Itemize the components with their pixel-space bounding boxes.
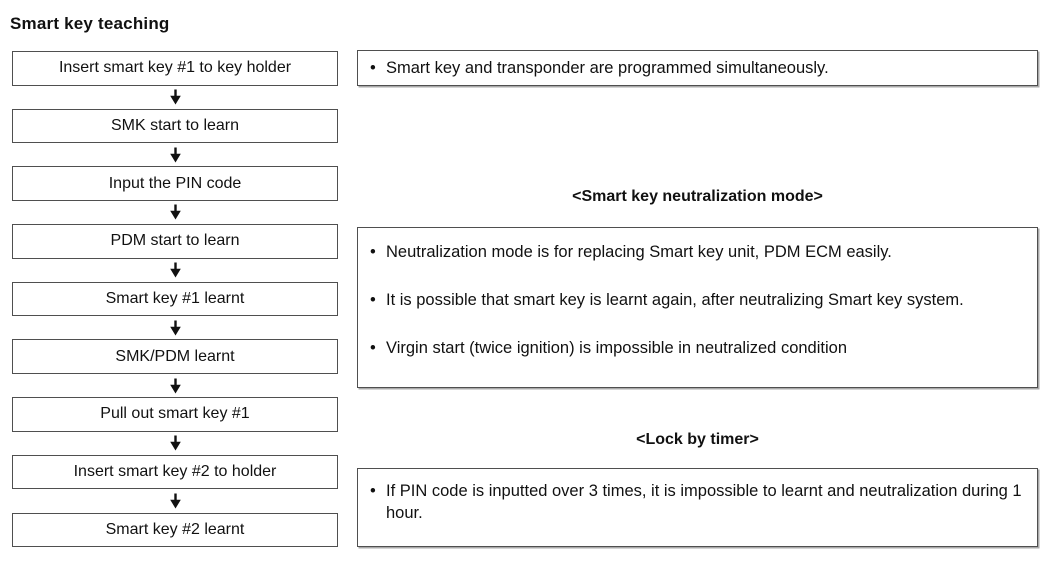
down-arrow-icon	[12, 259, 338, 282]
flow-step-label: PDM start to learn	[110, 232, 240, 250]
down-arrow-icon	[12, 143, 338, 166]
note-text: Smart key and transponder are programmed…	[386, 59, 829, 77]
lock-by-timer-heading: <Lock by timer>	[636, 431, 759, 448]
bullet-item: • If PIN code is inputted over 3 times, …	[370, 480, 1025, 524]
bullet-icon: •	[370, 482, 376, 500]
down-arrow-icon	[12, 201, 338, 224]
neutralization-text: Virgin start (twice ignition) is impossi…	[386, 339, 847, 357]
flow-step-label: Insert smart key #1 to key holder	[58, 59, 292, 77]
bullet-item: • Smart key and transponder are programm…	[370, 57, 829, 79]
bullet-icon: •	[370, 243, 376, 261]
flow-step-box: Smart key #2 learnt	[12, 512, 338, 547]
neutralization-heading: <Smart key neutralization mode>	[572, 188, 823, 205]
flow-step-box: SMK start to learn	[12, 108, 338, 144]
flow-step-box: Input the PIN code	[12, 166, 338, 201]
bullet-icon: •	[370, 291, 376, 309]
flowchart: Insert smart key #1 to key holder SMK st…	[12, 51, 338, 547]
flow-step-box: SMK/PDM learnt	[12, 339, 338, 374]
neutralization-panel: • Neutralization mode is for replacing S…	[357, 227, 1038, 388]
note-panel: • Smart key and transponder are programm…	[357, 50, 1038, 86]
page-title: Smart key teaching	[10, 14, 170, 33]
down-arrow-icon	[12, 86, 338, 109]
flow-step-box: PDM start to learn	[12, 224, 338, 259]
flow-step-box: Pull out smart key #1	[12, 397, 338, 432]
flow-step-box: Smart key #1 learnt	[12, 281, 338, 317]
down-arrow-icon	[12, 374, 338, 397]
flow-step-box: Insert smart key #1 to key holder	[12, 51, 338, 86]
flow-step-label: Input the PIN code	[108, 174, 242, 192]
flow-step-label: Smart key #2 learnt	[105, 520, 245, 538]
down-arrow-icon	[12, 489, 338, 512]
flow-step-label: Pull out smart key #1	[100, 405, 250, 423]
flow-step-label: SMK/PDM learnt	[115, 347, 235, 365]
bullet-icon: •	[370, 59, 376, 77]
lock-by-timer-text: If PIN code is inputted over 3 times, it…	[386, 482, 1022, 522]
neutralization-text: It is possible that smart key is learnt …	[386, 291, 964, 309]
down-arrow-icon	[12, 316, 338, 339]
lock-by-timer-panel: • If PIN code is inputted over 3 times, …	[357, 468, 1038, 547]
bullet-icon: •	[370, 339, 376, 357]
bullet-item: • It is possible that smart key is learn…	[370, 289, 1025, 311]
down-arrow-icon	[12, 432, 338, 455]
bullet-item: • Virgin start (twice ignition) is impos…	[370, 337, 1025, 359]
flow-step-label: SMK start to learn	[110, 116, 240, 134]
neutralization-text: Neutralization mode is for replacing Sma…	[386, 243, 892, 261]
flow-step-box: Insert smart key #2 to holder	[12, 454, 338, 490]
flow-step-label: Smart key #1 learnt	[105, 290, 245, 307]
bullet-item: • Neutralization mode is for replacing S…	[370, 241, 1025, 263]
flow-step-label: Insert smart key #2 to holder	[73, 463, 277, 481]
